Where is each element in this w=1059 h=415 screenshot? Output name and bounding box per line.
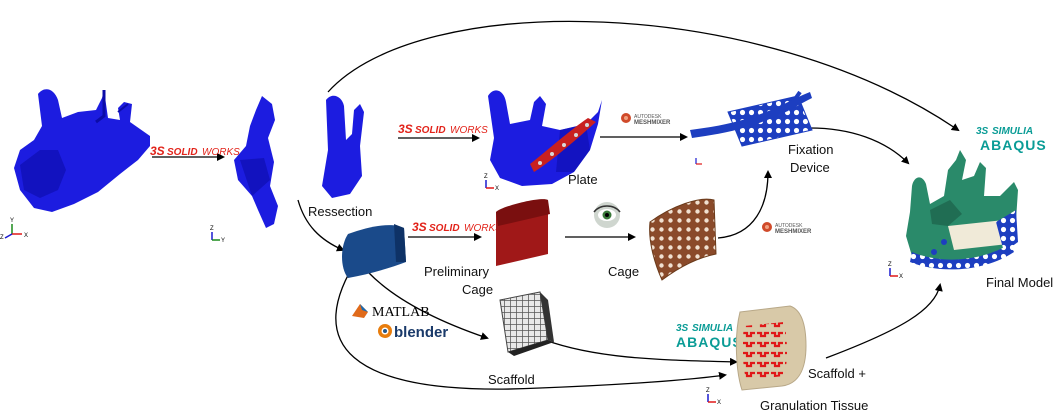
label-final-model: Final Model (986, 275, 1053, 290)
svg-text:Z: Z (888, 262, 892, 268)
eye-icon (593, 202, 621, 228)
axis-triad-4 (695, 158, 702, 165)
scaffold-tissue-block (735, 305, 807, 391)
svg-text:SOLID: SOLID (429, 223, 460, 234)
label-fixation-2: Device (790, 160, 830, 175)
axis-y: Y (10, 218, 14, 224)
meshmixer-logo-1: AUTODESK MESHMIXER (621, 113, 671, 126)
svg-text:blender: blender (394, 324, 448, 341)
preliminary-cage (496, 199, 550, 266)
original-mandible (14, 89, 150, 212)
blender-logo: blender (378, 324, 448, 341)
axis-triad-2: Z Y (210, 226, 225, 244)
svg-text:ABAQUS: ABAQUS (980, 137, 1047, 153)
label-ressection: Ressection (308, 204, 372, 219)
final-model (906, 150, 1018, 270)
svg-text:WORKS: WORKS (464, 223, 502, 234)
resected-mandible-right (322, 95, 364, 198)
svg-text:Z: Z (706, 388, 710, 394)
svg-text:SIMULIA: SIMULIA (992, 126, 1033, 137)
label-preliminary-1: Preliminary (424, 264, 490, 279)
resected-segment-block (342, 224, 406, 278)
svg-text:SIMULIA: SIMULIA (692, 323, 733, 334)
arrow-tissue-to-final (825, 283, 943, 359)
fixation-device (690, 90, 813, 147)
axis-triad-1: Y X Z (0, 218, 28, 241)
mandible-with-plate (488, 90, 602, 186)
svg-text:SOLID: SOLID (167, 147, 198, 158)
svg-text:SOLID: SOLID (415, 125, 446, 136)
label-cage: Cage (608, 264, 639, 279)
label-preliminary-2: Cage (462, 282, 493, 297)
axis-z: Z (0, 235, 4, 241)
lattice-scaffold (499, 291, 554, 356)
svg-text:X: X (495, 186, 499, 192)
svg-text:3S: 3S (676, 323, 689, 334)
svg-text:Z: Z (210, 226, 214, 232)
label-scaffold-tissue-2: Granulation Tissue (760, 398, 868, 413)
svg-text:3S: 3S (976, 126, 989, 137)
arrow-cage-to-fixation (717, 170, 772, 239)
lattice-cage (649, 198, 717, 281)
arrow-block-to-scaffold (367, 271, 489, 340)
arrow-block-to-tissue (335, 257, 727, 390)
meshmixer-logo-2: AUTODESK MESHMIXER (762, 222, 812, 235)
svg-text:3S: 3S (412, 220, 427, 234)
arrow-scaffold-to-tissue (544, 339, 738, 366)
svg-text:MATLAB: MATLAB (372, 305, 430, 320)
svg-text:AUTODESK: AUTODESK (775, 223, 803, 229)
arrow-top-curve-to-final (327, 20, 960, 132)
label-fixation-1: Fixation (788, 142, 834, 157)
svg-text:WORKS: WORKS (202, 147, 240, 158)
arrow-resection-to-block (297, 199, 345, 252)
abaqus-logo-1: 3S SIMULIA ABAQUS (976, 126, 1047, 153)
resected-mandible-left (234, 96, 278, 228)
axis-triad-5: Z X (888, 262, 903, 280)
solidworks-logo-3: 3S SOLID WORKS (412, 220, 502, 234)
svg-text:AUTODESK: AUTODESK (634, 114, 662, 120)
arrow-fixation-to-final (809, 127, 910, 165)
svg-text:3S: 3S (398, 122, 413, 136)
label-scaffold-tissue-1: Scaffold + (808, 366, 866, 381)
svg-text:MESHMIXER: MESHMIXER (775, 229, 812, 235)
axis-triad-6: Z X (706, 388, 721, 406)
arrows (152, 20, 960, 390)
axis-x: X (24, 233, 28, 239)
matlab-logo: MATLAB (352, 304, 430, 320)
svg-text:Z: Z (484, 174, 488, 180)
svg-text:MESHMIXER: MESHMIXER (634, 120, 671, 126)
abaqus-logo-2: 3S SIMULIA ABAQUS (676, 323, 743, 350)
svg-text:3S: 3S (150, 144, 165, 158)
solidworks-logo-1: 3S SOLID WORKS (150, 144, 240, 158)
axis-triad-3: Z X (484, 174, 499, 192)
svg-text:WORKS: WORKS (450, 125, 488, 136)
label-plate: Plate (568, 172, 598, 187)
svg-text:X: X (717, 400, 721, 406)
label-scaffold: Scaffold (488, 372, 535, 387)
svg-text:X: X (899, 274, 903, 280)
svg-text:ABAQUS: ABAQUS (676, 334, 743, 350)
solidworks-logo-2: 3S SOLID WORKS (398, 122, 488, 136)
svg-text:Y: Y (221, 238, 225, 244)
